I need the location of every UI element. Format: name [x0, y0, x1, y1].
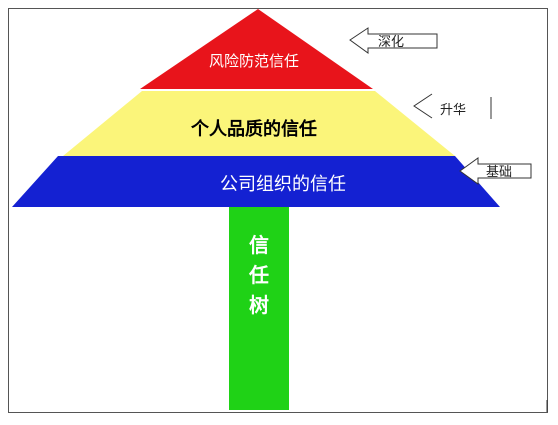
- tag-deepen-label: 深化: [378, 35, 404, 50]
- arrow-left-icon: [349, 27, 438, 54]
- tag-sublimate-label: 升华: [440, 103, 466, 118]
- tier-base-organization: [12, 156, 500, 207]
- tier-top-label: 风险防范信任: [209, 52, 299, 70]
- tag-deepen: 深化: [349, 27, 438, 54]
- trunk-char-2: 任: [248, 263, 269, 287]
- tier-middle-personal: [63, 91, 455, 156]
- tier-base-label: 公司组织的信任: [220, 174, 346, 195]
- tag-sublimate: 升华: [413, 93, 492, 119]
- arrow-left-icon: [459, 157, 532, 185]
- tier-top-risk: [140, 9, 373, 89]
- trunk-char-3: 树: [249, 293, 269, 317]
- diagram-frame: [8, 8, 548, 413]
- trunk-char-1: 信: [249, 233, 269, 257]
- bracket-left-icon: [413, 93, 433, 119]
- tag-foundation: 基础: [459, 157, 532, 185]
- tag-foundation-label: 基础: [486, 165, 512, 180]
- tier-middle-label: 个人品质的信任: [190, 118, 317, 140]
- trunk: [229, 206, 289, 410]
